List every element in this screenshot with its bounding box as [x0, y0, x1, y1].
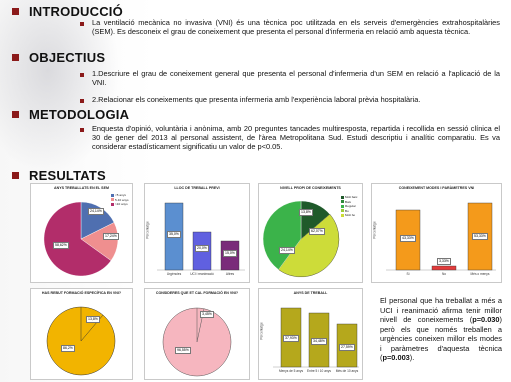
bar [431, 265, 457, 271]
chart-title: CONEIXEMENT MODES I PARÀMETRES VNI [398, 186, 475, 190]
legend-item: Regular [341, 204, 357, 209]
objectiu-2: 2.Relacionar els coneixements que presen… [92, 95, 421, 104]
x-tick-label: No [441, 272, 447, 276]
legend-label: Molt baix [345, 195, 358, 199]
chart-nivell-coneixements: NIVELL PROPI DE CONEIXEMENTS 13,8% 62,07… [258, 183, 363, 283]
bullet-marker [80, 128, 84, 132]
data-label: 37,93% [283, 335, 299, 342]
conclusion-text: ) però els que només treballen a urgènci… [380, 315, 502, 362]
data-label: 96,55% [175, 347, 191, 354]
metodologia-heading: METODOLOGIA [29, 107, 130, 122]
resultats-conclusion: El personal que ha treballat a més a UCI… [380, 296, 502, 363]
objectiu-1: 1.Descriure el grau de coneixement gener… [92, 69, 500, 87]
data-label: 24,14% [279, 247, 295, 254]
chart-title: LLOC DE TREBALL PREVI [174, 186, 220, 190]
x-tick-label: Urgències [166, 272, 182, 276]
chart-title: NIVELL PROPI DE CONEIXEMENTS [280, 186, 341, 190]
chart-legend: <5 anys 5-10 anys >10 anys [111, 193, 129, 207]
legend-label: 5-10 anys [115, 197, 129, 202]
intro-paragraph: La ventilació mecànica no invasiva (VNI)… [92, 18, 500, 36]
legend-item: <5 anys [111, 193, 129, 198]
legend-label: Baix [345, 199, 352, 204]
legend-item: Molt bo [341, 213, 357, 218]
chart-lloc-treball-previ: LLOC DE TREBALL PREVI Percentatge 35,0% … [144, 183, 250, 283]
legend-label: <5 anys [115, 193, 126, 197]
metodologia-heading-row: METODOLOGIA [12, 107, 129, 122]
resultats-heading-row: RESULTATS [12, 168, 106, 183]
data-label: 13,8% [86, 316, 100, 323]
data-label: 15,0% [223, 250, 237, 257]
conclusion-text: ). [409, 353, 415, 362]
x-tick-label: Menys de 5 anys [278, 369, 304, 373]
chart-title: HAS REBUT FORMACIÓ ESPECÍFICA EN VNI? [41, 291, 122, 295]
resultats-heading: RESULTATS [29, 168, 106, 183]
pie-svg [46, 306, 116, 376]
legend-item: 5-10 anys [111, 198, 129, 203]
data-label: 27,59% [339, 344, 355, 351]
data-label: 86,2% [61, 345, 75, 352]
heading-bullet [12, 172, 19, 179]
legend-item: Bo [341, 209, 357, 214]
legend-item: Molt baix [341, 195, 357, 200]
p-value: p=0.030 [472, 315, 500, 324]
chart-title: ANYS DE TREBALL [293, 291, 328, 295]
objectius-heading-row: OBJECTIUS [12, 50, 105, 65]
pie-svg [162, 307, 232, 377]
data-label: 58,62% [53, 242, 69, 249]
x-tick-label: Entre 5 i 10 anys [307, 369, 331, 373]
objectius-heading: OBJECTIUS [29, 50, 106, 65]
x-tick-label: Més de 10 anys [335, 369, 359, 373]
legend-item: >10 anys [111, 202, 129, 207]
legend-label: Regular [345, 204, 356, 209]
bullet-marker [80, 73, 84, 77]
heading-bullet [12, 111, 19, 118]
pie-slice-large [43, 201, 112, 277]
bullet-marker [80, 99, 84, 103]
chart-anys-treballats-sem: ANYS TREBALLATS EN EL SEM 24,14% 17,24% … [30, 183, 133, 283]
heading-bullet [12, 8, 19, 15]
data-label: 13,8% [299, 209, 313, 216]
conclusion-text: El personal que ha treballat a més a UCI… [380, 296, 502, 324]
data-label: 24,14% [88, 208, 104, 215]
metodologia-paragraph: Enquesta d'opinió, voluntària i anònima,… [92, 124, 500, 151]
data-label: 3,33% [437, 258, 451, 265]
data-label: 43,33% [400, 235, 416, 242]
chart-cal-formacio: CONSIDERES QUE ET CAL FORMACIÓ EN VNI? 3… [144, 288, 250, 380]
legend-label: Molt bo [345, 213, 356, 218]
chart-formacio-especifica: HAS REBUT FORMACIÓ ESPECÍFICA EN VNI? 13… [30, 288, 133, 380]
data-label: 3,45% [200, 311, 214, 318]
bar-svg [273, 307, 359, 368]
data-label: 53,33% [472, 233, 488, 240]
intro-heading: INTRODUCCIÓ [29, 4, 123, 19]
heading-bullet [12, 54, 19, 61]
x-tick-label: UCI i reanimació [190, 272, 214, 276]
bar-svg [157, 202, 245, 271]
chart-anys-de-treball: ANYS DE TREBALL Percentatge 37,93% 34,48… [258, 288, 363, 380]
data-label: 34,48% [311, 338, 327, 345]
legend-label: Bo [345, 208, 349, 213]
x-tick-label: Més o menys [470, 272, 490, 276]
chart-title: ANYS TREBALLATS EN EL SEM [54, 186, 109, 190]
p-value: p=0.003 [382, 353, 410, 362]
chart-coneixement-modes-vni: CONEIXEMENT MODES I PARÀMETRES VNI Perce… [371, 183, 502, 283]
legend-item: Baix [341, 200, 357, 205]
background-photo [0, 0, 120, 175]
bullet-marker [80, 22, 84, 26]
intro-heading-row: INTRODUCCIÓ [12, 4, 123, 19]
x-tick-label: Altres [225, 272, 235, 276]
data-label: 35,0% [167, 231, 181, 238]
legend-label: >10 anys [115, 202, 128, 207]
data-label: 17,24% [103, 233, 119, 240]
x-tick-label: Sí [406, 272, 410, 276]
chart-legend: Molt baix Baix Regular Bo Molt bo [341, 195, 357, 218]
data-label: 62,07% [309, 228, 325, 235]
chart-title: CONSIDERES QUE ET CAL FORMACIÓ EN VNI? [155, 291, 239, 295]
pie-slice-bo [262, 200, 302, 270]
data-label: 20,0% [195, 245, 209, 252]
